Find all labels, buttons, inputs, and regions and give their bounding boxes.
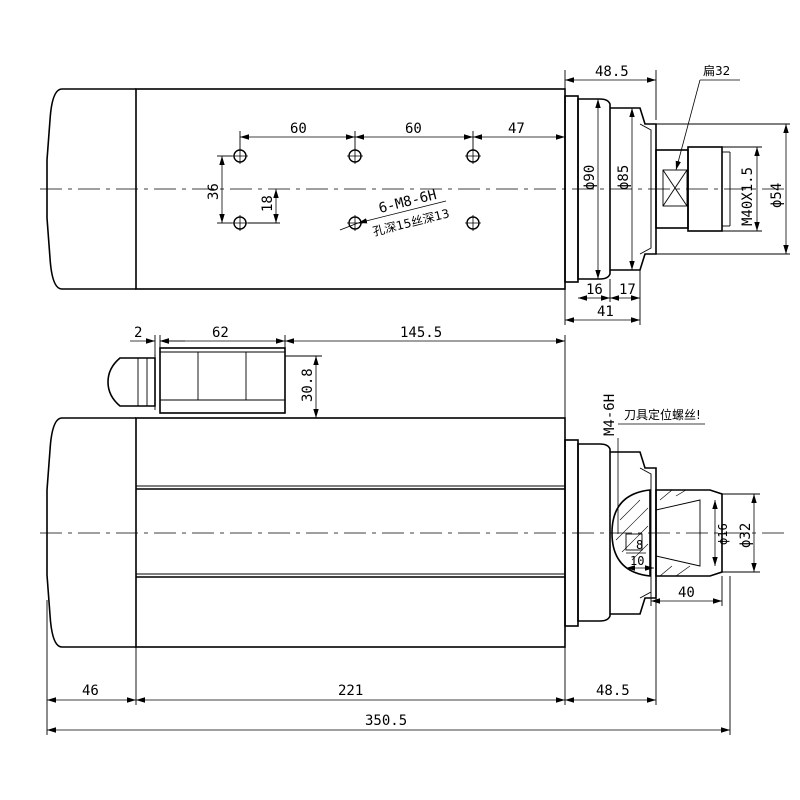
top-view: 60 60 47 36 18 6-M8-6H 孔深15丝深13 48.5 扁32… — [40, 64, 790, 325]
phi54-label: ϕ54 — [769, 183, 785, 208]
collet-bore — [655, 499, 701, 567]
dim-18-label: 18 — [260, 195, 276, 212]
side-view: 2 62 145.5 30.8 M4-6H 刀具定位螺丝! ϕ16 ϕ32 8 … — [40, 325, 790, 735]
dim-10-label: 10 — [630, 554, 644, 568]
phi16-label: ϕ16 — [716, 523, 730, 545]
top-flat-box — [662, 169, 688, 207]
dim-62-label: 62 — [212, 325, 229, 341]
side-flange-2 — [577, 443, 611, 622]
dim-60a-label: 60 — [290, 121, 307, 137]
side-end-cap — [46, 417, 136, 648]
set-screw — [625, 533, 643, 551]
cable-gland — [107, 357, 156, 407]
phi32-label: ϕ32 — [738, 523, 754, 548]
top-end-cap — [46, 88, 136, 290]
dim-41-label: 41 — [597, 304, 614, 320]
dim-60b-label: 60 — [405, 121, 422, 137]
thread-leader — [357, 200, 447, 224]
dim-48-5-top-label: 48.5 — [595, 64, 629, 80]
dim-47-label: 47 — [508, 121, 525, 137]
spindle-nose — [611, 489, 651, 577]
top-thread — [687, 146, 723, 232]
dim-350-5-label: 350.5 — [365, 713, 407, 729]
section-hatch — [615, 489, 691, 577]
top-flat-cross-b — [662, 169, 688, 207]
dim-221-label: 221 — [338, 683, 363, 699]
m4-label: M4-6H — [602, 394, 618, 436]
dim-17-label: 17 — [619, 282, 636, 298]
side-flange-bevel — [639, 467, 652, 599]
dim-46-label: 46 — [82, 683, 99, 699]
phi90-label: ϕ90 — [582, 165, 598, 190]
dim-36-label: 36 — [206, 183, 222, 200]
dim-30-8-label: 30.8 — [300, 368, 316, 402]
side-main-body — [135, 417, 566, 648]
dim-16-label: 16 — [586, 282, 603, 298]
hole-center-marks — [232, 148, 481, 231]
top-flange-2 — [577, 98, 611, 280]
note-label: 刀具定位螺丝! — [624, 407, 701, 422]
dim-40-label: 40 — [678, 585, 695, 601]
top-flange-bevel — [639, 123, 652, 255]
thread-leader-tail — [339, 222, 359, 231]
phi85-label: ϕ85 — [616, 165, 632, 190]
flat-leader — [675, 79, 701, 171]
dim-48-5-label: 48.5 — [596, 683, 630, 699]
dim-8-label: 8 — [636, 538, 643, 552]
dim-145-5-label: 145.5 — [400, 325, 442, 341]
junction-box — [159, 347, 286, 414]
dim-2-label: 2 — [134, 325, 142, 341]
flat-label: 扁32 — [703, 64, 730, 78]
m40-label: M40X1.5 — [740, 167, 756, 226]
